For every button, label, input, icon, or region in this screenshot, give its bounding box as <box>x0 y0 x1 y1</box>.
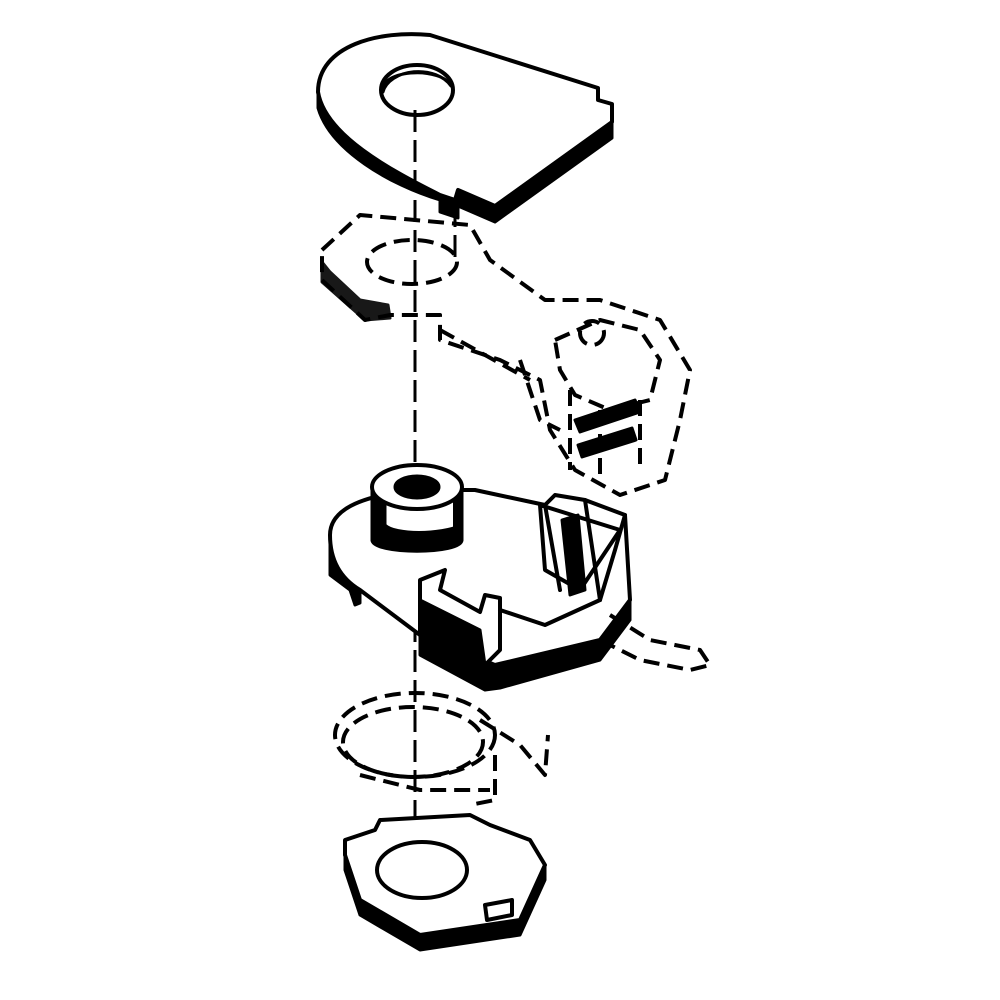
bottom-washer <box>343 813 547 952</box>
washer-hole <box>375 840 469 900</box>
housing <box>328 463 712 692</box>
top-plate <box>316 32 614 224</box>
dashed-lever-motor <box>320 213 692 497</box>
dashed-spring <box>333 691 550 807</box>
